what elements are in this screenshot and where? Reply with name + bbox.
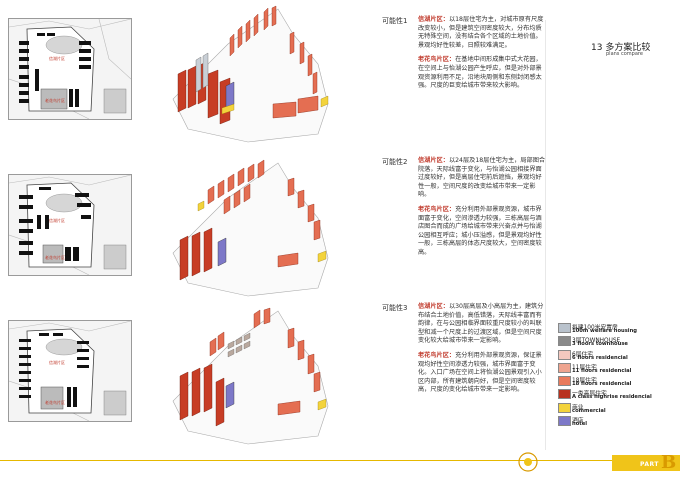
legend-swatch (558, 402, 571, 413)
legend-label-zh: 3层TOWNHOUSE (572, 338, 621, 345)
legend-swatch (558, 416, 571, 427)
plan-2-tag-a: 信湖片区 (49, 218, 65, 223)
legend-label-en: commercial (572, 407, 606, 414)
part-letter: B (661, 452, 677, 473)
legend-label-zh: 6层住宅 (572, 351, 594, 358)
option-2-area-1: 信湖片区： (418, 157, 449, 164)
option-3-text: 信湖片区：以30层高层及小高层为主，建筑分布结合土地价值，高低错落，天际线丰富而… (418, 303, 546, 401)
legend-label-en: 3 floors townhouse (572, 341, 628, 348)
option-3-desc-1: 以30层高层及小高层为主，建筑分布结合土地价值，高低错落，天际线丰富而有韵律，在… (418, 303, 544, 345)
axonometric-3 (168, 306, 368, 446)
legend-swatch (558, 389, 571, 400)
plan-2-tag-b: 老花鸟片区 (45, 255, 65, 260)
option-1-area-1: 信湖片区： (418, 16, 449, 23)
legend-label-zh: 酒店 (572, 418, 584, 425)
legend-label-zh: 18层住宅 (572, 378, 597, 385)
axonometric-1 (168, 4, 368, 144)
plan-1-tag-a: 信湖片区 (49, 56, 65, 61)
legend-label-en: 11 floors residencial (572, 367, 632, 374)
legend-swatch (558, 349, 571, 360)
legend-label-en: A class highrise residencial (572, 394, 652, 401)
option-2-text: 信湖片区：以24层及18层住宅为主，局部图合院落，天际线富于变化，与怡湖公园相接… (418, 157, 546, 264)
option-1-area-2: 老花鸟片区： (418, 56, 456, 64)
part-label: PART (640, 461, 659, 468)
option-3-area-1: 信湖片区： (418, 303, 449, 310)
footer-rule (0, 460, 640, 461)
plan-3-tag-b: 老花鸟片区 (45, 400, 65, 405)
option-2-desc-1: 以24层及18层住宅为主，局部图合院落，天际线富于变化，与怡湖公园相接界面过度较… (418, 157, 546, 199)
legend-swatch (558, 362, 571, 373)
site-plan-2: 信湖片区 老花鸟片区 (8, 174, 132, 276)
part-badge (612, 455, 680, 471)
option-2-desc-2: 充分利用外部景观资源，城市界面富于变化，空间渗透力较强，三栋高层与酒店图合而成的… (418, 205, 542, 256)
option-3-area-2: 老花鸟片区： (418, 351, 456, 359)
option-3-label: 可能性3 (382, 304, 408, 312)
legend-label-zh: 商业 (572, 404, 584, 411)
legend-label-en: 18 floors residencial (572, 381, 632, 388)
option-1-desc-1: 以18层住宅为主，对城市原有尺度改变较小，但是建筑空间密度较大，分布均质无特殊空… (418, 16, 544, 49)
page-title: 13 多方案比较 (591, 43, 651, 53)
option-2-area-2: 老花鸟片区： (418, 205, 456, 213)
option-1-label: 可能性1 (382, 17, 408, 25)
legend-label-zh: 11层住宅 (572, 364, 597, 371)
option-1-text: 信湖片区：以18层住宅为主，对城市原有尺度改变较小，但是建筑空间密度较大，分布均… (418, 16, 546, 97)
site-plan-3: 信湖片区 老花鸟片区 (8, 320, 132, 422)
page-subtitle: plans compare (606, 51, 643, 57)
legend-label-zh: 一类高层住宅 (572, 391, 607, 398)
legend-label-en: 100m welfare housing (572, 328, 637, 334)
axonometric-2 (168, 158, 368, 298)
option-1-desc-2: 在基地中间形成集中式大花园，在空间上与怡湖公园产生呼应，但是对外部景观资源利用不… (418, 56, 542, 90)
column-divider (545, 20, 546, 450)
plan-3-tag-a: 信湖片区 (49, 360, 65, 365)
site-plan-1: 信湖片区 老花鸟片区 (8, 18, 132, 120)
legend-label-en: 6 floors residencial (572, 354, 628, 361)
plan-1-tag-b: 老花鸟片区 (45, 98, 65, 103)
footer-circle-ornament (518, 452, 538, 472)
legend-label-zh: 拟建100米安置房 (572, 325, 618, 331)
legend-label-en: hotel (572, 421, 588, 428)
legend-swatch (558, 336, 571, 347)
legend-swatch (558, 376, 571, 387)
legend-swatch (558, 323, 571, 333)
option-3-desc-2: 充分利用外部景观资源，保证景观均好性空间渗透力较强，城市界面富于变化。入口广场在… (418, 351, 542, 394)
option-2-label: 可能性2 (382, 158, 408, 166)
